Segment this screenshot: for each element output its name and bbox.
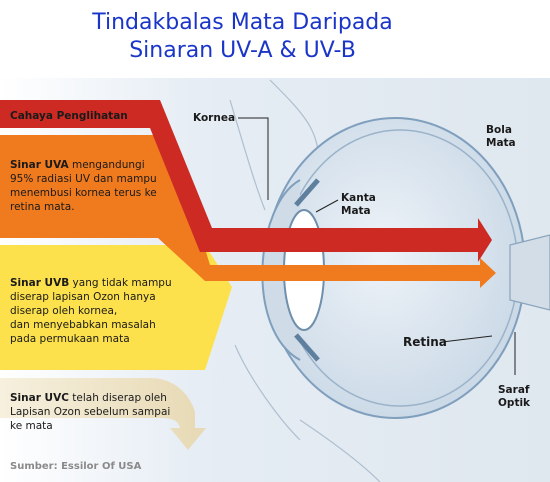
uvc-description: Sinar UVC telah diserap oleh Lapisan Ozo… (10, 391, 170, 433)
visible-light-band (0, 100, 492, 262)
uvb-text-first: yang tidak mampu (69, 277, 172, 289)
uvb-line-3: diserap oleh kornea, (10, 305, 118, 317)
uvb-description: Sinar UVB yang tidak mampu diserap lapis… (10, 276, 172, 346)
eyeball-label-line-2: Mata (486, 137, 516, 149)
source-credit: Sumber: Essilor Of USA (10, 461, 142, 472)
optic-nerve-label-line-2: Optik (498, 397, 531, 409)
cornea-label: Kornea (193, 112, 236, 124)
retina-leader (441, 335, 493, 343)
lens-label-line-1: Kanta (341, 192, 376, 204)
uva-band (0, 135, 496, 288)
uvb-band (0, 245, 232, 370)
lens-label: Kanta Mata (341, 192, 376, 218)
uva-label: Sinar UVA (10, 159, 69, 171)
eyeball-label-line-1: Bola (486, 124, 512, 136)
visible-light-label: Cahaya Penglihatan (10, 110, 128, 122)
eyeball-label: Bola Mata (486, 124, 516, 150)
cornea-leader (238, 117, 269, 200)
uvb-line-4: dan menyebabkan masalah (10, 319, 156, 331)
lens-leader (315, 199, 339, 213)
uva-text-rest: 95% radiasi UV dan mampu menembusi korne… (10, 173, 157, 213)
uvc-label: Sinar UVC (10, 392, 69, 404)
iris-lower (294, 333, 320, 362)
optic-nerve-label: Saraf Optik (498, 384, 530, 410)
lens-label-line-2: Mata (341, 205, 371, 217)
uva-description: Sinar UVA mengandungi 95% radiasi UV dan… (10, 158, 170, 214)
leader-lines (238, 117, 516, 375)
title-line-2: Sinaran UV-A & UV-B (129, 38, 356, 63)
uvb-label: Sinar UVB (10, 277, 70, 289)
uvb-line-2: diserap lapisan Ozon hanya (10, 291, 156, 303)
uvc-line-2: Lapisan Ozon sebelum sampai (10, 406, 171, 418)
uvc-band (0, 378, 206, 450)
title-line-1: Tindakbalas Mata Daripada (92, 10, 393, 35)
uvc-line-3: ke mata (10, 420, 53, 432)
uvc-text-first: telah diserap oleh (68, 392, 167, 404)
iris-upper (294, 178, 320, 207)
optic-nerve-label-line-1: Saraf (498, 384, 530, 396)
upper-face-line (229, 99, 266, 211)
uvb-line-5: pada permukaan mata (10, 333, 130, 345)
lower-eyelid-line (299, 419, 381, 482)
optic-nerve (509, 234, 550, 311)
uva-text-first: mengandungi (68, 159, 145, 171)
lower-face-line (234, 344, 301, 441)
retina-label: Retina (403, 335, 447, 349)
